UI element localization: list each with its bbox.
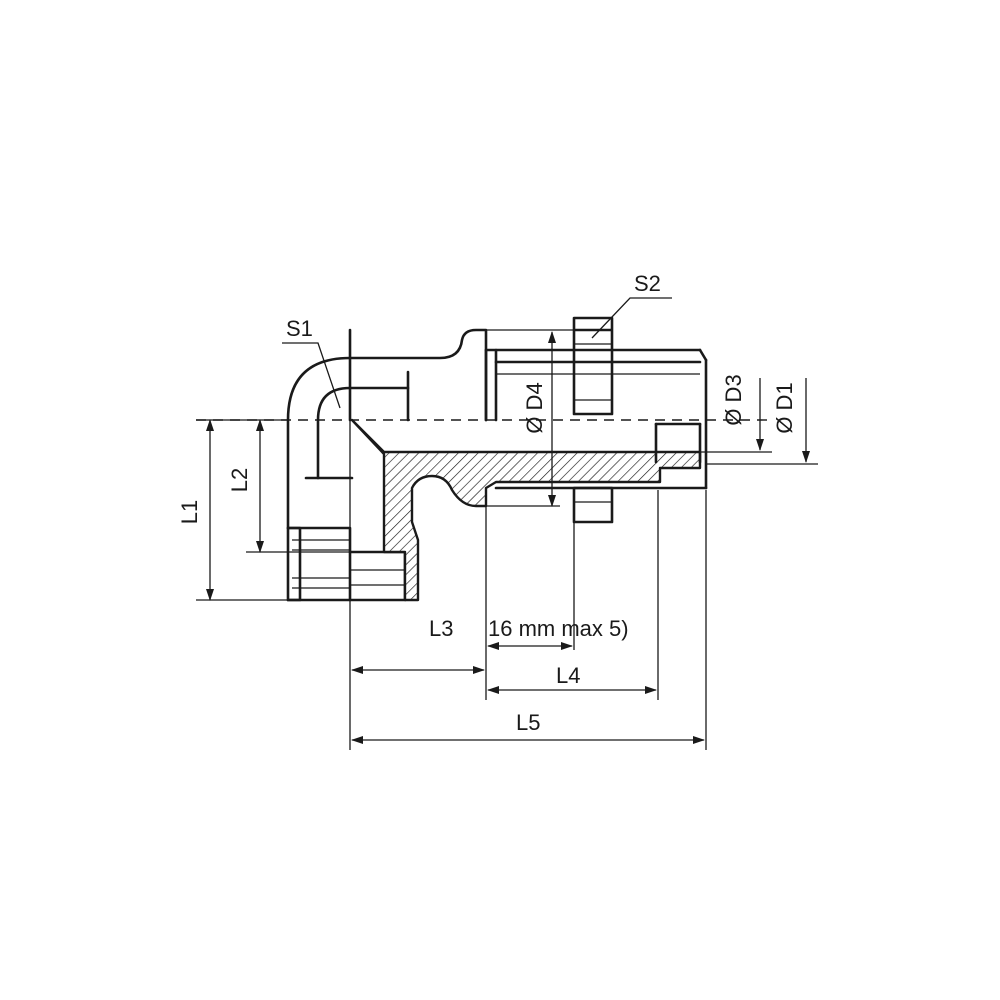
label-l5: L5 — [516, 710, 540, 735]
label-s1: S1 — [286, 316, 313, 341]
label-note-16mm: 16 mm max 5) — [488, 616, 629, 641]
dimension-lines — [196, 329, 818, 750]
label-d1: Ø D1 — [772, 382, 797, 433]
label-l3: L3 — [429, 616, 453, 641]
label-d4: Ø D4 — [522, 382, 547, 433]
centerlines — [196, 330, 770, 750]
label-l1: L1 — [177, 500, 202, 524]
label-l2: L2 — [227, 468, 252, 492]
section-hatch-body — [350, 418, 702, 602]
label-s2: S2 — [634, 271, 661, 296]
leader-lines — [282, 297, 672, 409]
label-d3: Ø D3 — [721, 374, 746, 425]
hex-nut — [572, 316, 614, 524]
label-l4: L4 — [556, 663, 580, 688]
